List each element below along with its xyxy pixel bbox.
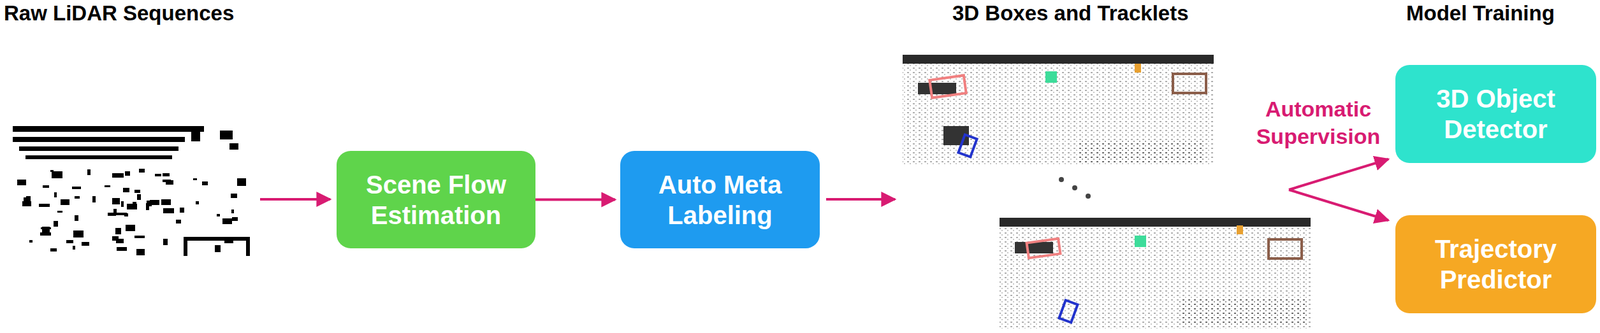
box-text: Auto Meta Labeling — [632, 169, 808, 231]
section-heading: Raw LiDAR Sequences — [3, 1, 234, 26]
model-box: Trajectory Predictor — [1395, 215, 1597, 314]
section-heading: Model Training — [1406, 1, 1555, 26]
box-text: Scene Flow Estimation — [349, 169, 523, 231]
flow-arrow — [535, 198, 616, 202]
box-text: Trajectory Predictor — [1408, 233, 1584, 296]
process-box: Auto Meta Labeling — [620, 151, 820, 249]
model-box: 3D Object Detector — [1395, 65, 1597, 164]
box-text: 3D Object Detector — [1408, 83, 1584, 145]
process-box: Scene Flow Estimation — [336, 151, 536, 249]
arrow-label: Automatic Supervision — [1248, 95, 1389, 150]
section-heading: 3D Boxes and Tracklets — [952, 1, 1189, 26]
